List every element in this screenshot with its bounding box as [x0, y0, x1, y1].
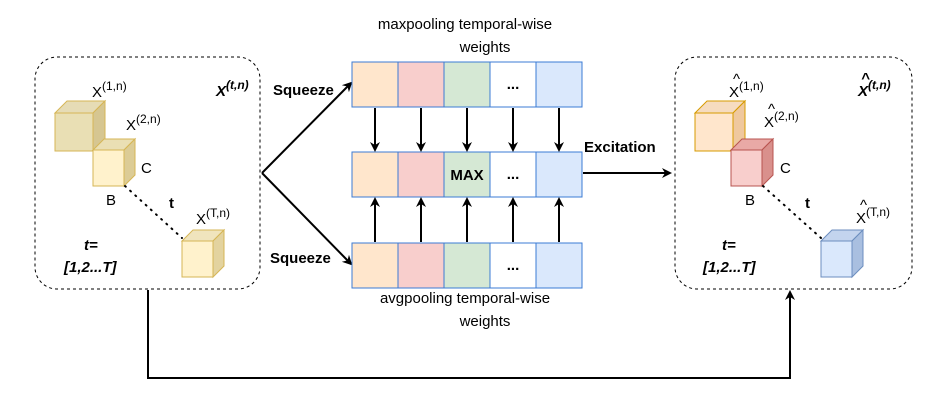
left-x2-sup: (2,n): [136, 112, 161, 126]
avg-weights-row: ...: [351, 242, 583, 289]
right-x2-sup: (2,n): [774, 109, 799, 123]
avg-cell-1: [351, 242, 399, 289]
left-xT-sup: (T,n): [206, 206, 230, 220]
cube-left-T: [180, 228, 226, 279]
avg-cell-5: [535, 242, 583, 289]
right-group-label: X: [857, 83, 869, 100]
result-cell-4: [489, 151, 537, 198]
skip-connection-arrow: [147, 290, 795, 379]
squeeze-top-label: Squeeze: [273, 82, 334, 99]
max-title-line1: maxpooling temporal-wise: [378, 16, 552, 33]
svg-text:X(2,n): X(2,n): [764, 109, 799, 131]
svg-text:X(T,n): X(T,n): [196, 206, 230, 228]
right-group-hat: ^: [861, 70, 870, 87]
svg-text:X(1,n): X(1,n): [92, 79, 127, 101]
left-t-label: t: [169, 195, 174, 212]
result-cell-ellipsis: ...: [507, 166, 520, 183]
left-range-line2: [1,2...T]: [63, 259, 118, 276]
left-panel-box: [34, 56, 261, 290]
right-panel-box: [674, 56, 913, 290]
avg-cell-ellipsis: ...: [507, 257, 520, 274]
svg-text:X(t,n): X(t,n): [857, 78, 891, 100]
right-x1-hat: ^: [733, 71, 740, 88]
avg-cell-4: [489, 242, 537, 289]
cube-left-2: [91, 137, 137, 188]
left-c-label: C: [141, 160, 152, 177]
right-x2-hat: ^: [768, 101, 775, 118]
max-cell-3: [443, 61, 491, 108]
avg-cell-3: [443, 242, 491, 289]
right-c-label: C: [780, 160, 791, 177]
squeeze-arrow-top: [261, 81, 353, 174]
cube-left-1: [53, 99, 107, 153]
right-xT-sup: (T,n): [866, 205, 890, 219]
right-group-sup: (t,n): [868, 78, 891, 92]
svg-text:X(2,n): X(2,n): [126, 112, 161, 134]
right-t-label: t: [805, 195, 810, 212]
right-range-line1: t=: [722, 237, 736, 254]
svg-text:X(t,n): X(t,n): [215, 78, 249, 100]
result-cell-1: [351, 151, 399, 198]
max-cell-5: [535, 61, 583, 108]
max-cell-label: MAX: [450, 167, 483, 184]
avg-title-line1: avgpooling temporal-wise: [380, 290, 550, 307]
left-xT-label: X: [196, 211, 206, 228]
avg-cell-2: [397, 242, 445, 289]
left-x2-label: X: [126, 117, 136, 134]
left-b-label: B: [106, 192, 116, 209]
right-xT-label: X: [856, 210, 866, 227]
left-group-label: X: [215, 83, 227, 100]
left-range-line1: t=: [84, 237, 98, 254]
avg-title-line2: weights: [459, 313, 511, 330]
excitation-label: Excitation: [584, 139, 656, 156]
left-x1-label: X: [92, 84, 102, 101]
svg-text:X(1,n): X(1,n): [729, 79, 764, 101]
max-cell-ellipsis: ...: [507, 76, 520, 93]
right-x1-sup: (1,n): [739, 79, 764, 93]
left-x1-sup: (1,n): [102, 79, 127, 93]
right-x2-label: X: [764, 114, 774, 131]
result-cell-5: [535, 151, 583, 198]
right-xT-hat: ^: [860, 197, 867, 214]
right-dotted-line: [762, 185, 822, 239]
result-cell-2: [397, 151, 445, 198]
right-b-label: B: [745, 192, 755, 209]
right-x1-label: X: [729, 84, 739, 101]
svg-text:X(T,n): X(T,n): [856, 205, 890, 227]
max-cell-4: [489, 61, 537, 108]
max-cell-1: [351, 61, 399, 108]
max-cell-2: [397, 61, 445, 108]
squeeze-bottom-label: Squeeze: [270, 250, 331, 267]
cube-right-2: [729, 137, 775, 188]
left-group-sup: (t,n): [226, 78, 249, 92]
max-weights-row: ...: [351, 61, 583, 108]
max-result-row: MAX ...: [351, 151, 583, 198]
left-dotted-line: [124, 185, 183, 239]
cube-right-T: [819, 228, 865, 279]
right-range-line2: [1,2...T]: [702, 259, 757, 276]
max-title-line2: weights: [459, 39, 511, 56]
squeeze-arrow-bottom: [261, 172, 353, 266]
